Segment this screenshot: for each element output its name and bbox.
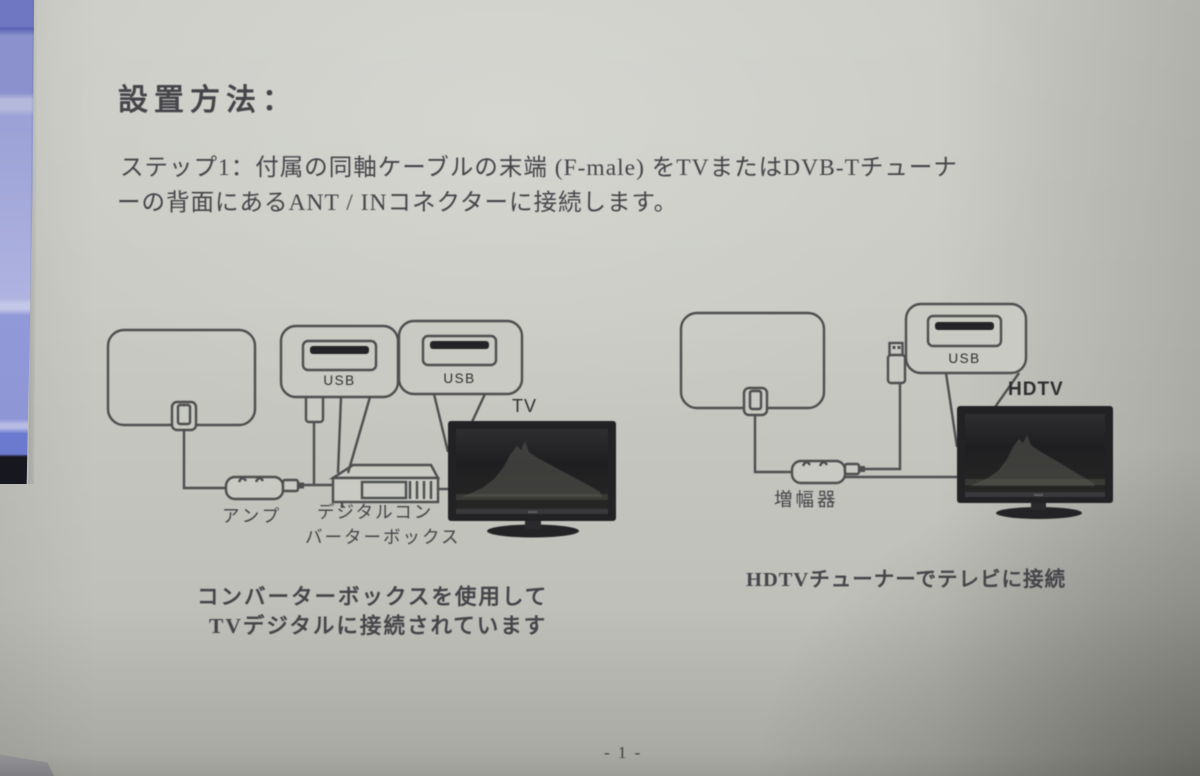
- page-title: 設置方法：: [118, 84, 298, 117]
- hdtv-label: HDTV: [1008, 379, 1064, 400]
- caption-left-line1: コンバーターボックスを使用して: [197, 585, 549, 609]
- caption-right: HDTVチューナーでテレビに接続: [746, 569, 1066, 591]
- antenna-cable-right: [753, 415, 792, 474]
- amplifier-label-right: 増幅器: [774, 491, 839, 511]
- tv-icon-right: [957, 406, 1113, 519]
- tv-icon-left: [448, 421, 616, 538]
- tv-screen-island-image: [462, 441, 602, 497]
- usb-port-slot-icon: [935, 322, 994, 330]
- usb-plug-icon-left: [304, 381, 325, 485]
- flat-antenna-icon-left: [106, 328, 257, 432]
- amplifier-label-left: アンプ: [222, 506, 283, 526]
- usb-callout-1: [279, 324, 400, 474]
- converter-label-line1: デジタルコン: [317, 502, 434, 522]
- usb-callout-3: [904, 302, 1028, 448]
- usb-label-2: USB: [443, 371, 476, 386]
- usb-port-slot-icon: [310, 346, 369, 354]
- tv-label: TV: [512, 396, 538, 416]
- step1-line2: ーの背面にあるANT / INコネクターに接続します。: [117, 190, 679, 216]
- flat-antenna-icon-right: [679, 311, 826, 417]
- converter-box-icon: [328, 463, 441, 508]
- amp-to-usb-cable: [865, 383, 902, 471]
- converter-label-line2: バーターボックス: [305, 527, 461, 547]
- usb-plug-icon-right: [886, 341, 907, 385]
- usb-port-slot-icon: [430, 341, 489, 349]
- antenna-cable-left: [182, 430, 226, 490]
- usb-label-3: USB: [948, 351, 981, 366]
- tv-screen-island-image: [970, 435, 1095, 486]
- amplifier-icon-right: [790, 459, 957, 485]
- amplifier-icon-left: [224, 475, 304, 501]
- paper-edge-shadow: [28, 0, 38, 484]
- caption-left-line2: TVデジタルに接続されています: [209, 614, 548, 638]
- usb-label-1: USB: [323, 373, 356, 388]
- page-number: - 1 -: [604, 743, 643, 762]
- step1-line1: ステップ1：付属の同軸ケーブルの末端 (F-male) をTVまたはDVB-Tチ…: [120, 155, 958, 181]
